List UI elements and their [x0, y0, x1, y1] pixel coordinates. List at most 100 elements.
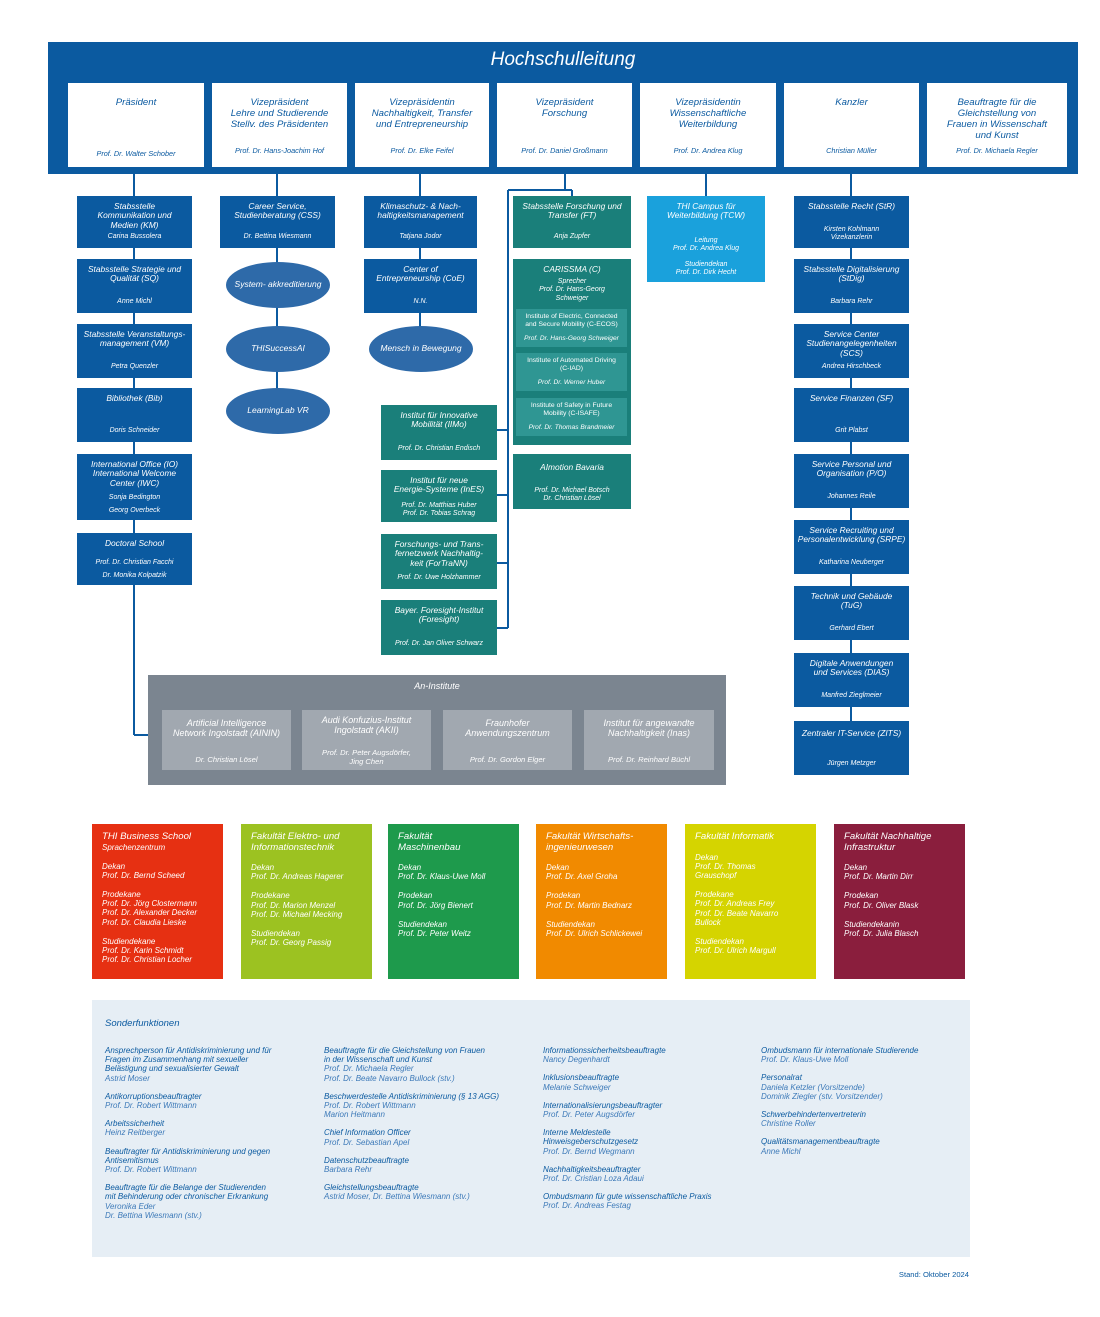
- unit-name: Anne Michl: [117, 298, 152, 306]
- institute-name: Prof. Dr. Jan Oliver Schwarz: [394, 640, 484, 648]
- project-mensch-in-bewegung: Mensch in Bewegung: [369, 326, 473, 372]
- leader-name: Prof. Dr. Hans-Joachim Hof: [235, 146, 324, 155]
- unit-title: Stabsstelle Forschung und Transfer (FT): [522, 201, 622, 221]
- unit-name: Anja Zupfer: [553, 233, 591, 241]
- faculty-person: Prof. Dr. Oliver Blask: [844, 900, 919, 910]
- unit-bib: Bibliothek (Bib) Doris Schneider: [77, 388, 192, 442]
- sonderfunktion-person: Prof. Dr. Robert Wittmann: [105, 1101, 197, 1111]
- unit-name: Kirsten Kohlmann Vizekanzlerin: [823, 226, 880, 241]
- unit-tug: Technik und Gebäude (TuG) Gerhard Ebert: [794, 586, 909, 640]
- unit-name: Tatjana Jodor: [399, 233, 442, 241]
- faculty-spacer: [546, 853, 657, 863]
- unit-po: Service Personal und Organisation (P/O) …: [794, 454, 909, 508]
- sonderfunktion-item: Beauftragte für die Belange der Studiere…: [105, 1183, 315, 1220]
- sonderfunktion-person: Prof. Dr. Robert Wittmann Marion Heitman…: [324, 1101, 416, 1120]
- hochschulleitung-title: Hochschulleitung: [490, 49, 636, 70]
- sonderfunktion-person: Prof. Dr. Robert Wittmann: [105, 1165, 197, 1175]
- institute-title: Institut für Innovative Mobilität (IIMo): [400, 410, 478, 430]
- leader-title: Vizepräsident Forschung: [535, 97, 594, 119]
- unit-zits: Zentraler IT-Service (ZITS) Jürgen Metzg…: [794, 721, 909, 775]
- unit-title: AImotion Bavaria: [540, 462, 604, 472]
- unit-name: Manfred Zieglmeier: [821, 692, 882, 700]
- carissma-institute-title: Institute of Automated Driving (C-IAD): [527, 357, 616, 372]
- unit-title: THI Campus für Weiterbildung (TCW): [666, 201, 746, 221]
- faculty-person: Prof. Dr. Alexander Decker: [102, 908, 197, 918]
- carissma-institute-title: Institute of Electric, Connected and Sec…: [525, 313, 618, 328]
- sonderfunktion-person: Melanie Schweiger: [543, 1082, 611, 1092]
- unit-sf: Service Finanzen (SF) Grit Plabst: [794, 388, 909, 442]
- an-institute-item-title: Audi Konfuzius-Institut Ingolstadt (AKII…: [321, 715, 412, 735]
- unit-title: Klimaschutz- & Nach- haltigkeitsmanageme…: [377, 201, 464, 221]
- faculty-spacer: [695, 927, 806, 937]
- unit-title: Digitale Anwendungen und Services (DIAS): [809, 658, 894, 678]
- faculty-subtitle: Sprachenzentrum: [102, 842, 166, 852]
- unit-css: Career Service, Studienberatung (CSS) Dr…: [220, 196, 335, 248]
- sonderfunktion-person: Christine Roller: [761, 1119, 816, 1129]
- unit-title: Service Recruiting und Personalentwicklu…: [797, 525, 906, 545]
- faculty-title: THI Business School: [102, 831, 192, 842]
- unit-doctoral-school: Doctoral School Prof. Dr. Christian Facc…: [77, 533, 192, 585]
- sonderfunktion-person: Prof. Dr. Michaela Regler Prof. Dr. Beat…: [324, 1064, 455, 1083]
- sonderfunktion-item: Beschwerdestelle Antidiskriminierung (§ …: [324, 1092, 534, 1120]
- faculty-title: Fakultät Elektro- und Informationstechni…: [251, 831, 340, 853]
- unit-klimaschutz: Klimaschutz- & Nach- haltigkeitsmanageme…: [364, 196, 477, 248]
- sonderfunktion-item: Ombudsmann für gute wissenschaftliche Pr…: [543, 1192, 753, 1210]
- sonderfunktion-title: Qualitätsmanagementbeauftragte: [761, 1137, 880, 1147]
- sonderfunktion-person: Prof. Dr. Peter Augsdörfer: [543, 1110, 635, 1120]
- sonderfunktion-title: Datenschutzbeauftragte: [324, 1155, 409, 1165]
- carissma-institute-name: Prof. Dr. Hans-Georg Schweiger: [524, 335, 619, 343]
- unit-scs: Service Center Studienangelegenheiten (S…: [794, 324, 909, 378]
- institute-foresight: Bayer. Foresight-Institut (Foresight) Pr…: [381, 600, 497, 655]
- faculty-person: Grauschopf: [695, 870, 737, 880]
- sonderfunktion-item: Beauftragte für die Gleichstellung von F…: [324, 1046, 534, 1083]
- faculty-person: Prof. Dr. Andreas Hagerer: [251, 872, 344, 882]
- unit-name: Carina Bussolera: [107, 233, 162, 241]
- faculty-person: Prof. Dr. Christian Locher: [102, 955, 192, 965]
- leader-vp-weiterbildung: Vizepräsidentin Wissenschaftliche Weiter…: [640, 83, 776, 167]
- faculty-person: Prof. Dr. Bernd Scheed: [102, 870, 185, 880]
- sonderfunktion-title: Nachhaltigkeitsbeauftragter: [543, 1164, 641, 1174]
- sonderfunktionen-column: Beauftragte für die Gleichstellung von F…: [324, 1046, 534, 1211]
- sonderfunktion-item: Interne Meldestelle Hinweisgeberschutzge…: [543, 1128, 753, 1156]
- leader-name: Prof. Dr. Daniel Großmann: [521, 146, 608, 155]
- leader-title: Vizepräsidentin Nachhaltigkeit, Transfer…: [371, 97, 473, 130]
- an-institute-item-name: Prof. Dr. Gordon Elger: [469, 755, 546, 764]
- faculty-role: Prodekane: [251, 891, 290, 901]
- unit-name: N.N.: [413, 298, 428, 306]
- faculty-role: Prodekan: [844, 891, 879, 901]
- sonderfunktion-title: Arbeitssicherheit: [105, 1119, 165, 1129]
- sonderfunktion-title: Personalrat: [761, 1073, 802, 1083]
- unit-title: Center of Entrepreneurship (CoE): [376, 264, 465, 284]
- project-thisuccessai: THISuccessAI: [226, 326, 330, 372]
- sonderfunktion-title: Chief Information Officer: [324, 1128, 411, 1138]
- carissma-institute-iad: Institute of Automated Driving (C-IAD) P…: [516, 353, 627, 391]
- faculty-person: Prof. Dr. Peter Weitz: [398, 929, 471, 939]
- unit-title: International Office (IO) International …: [90, 459, 179, 488]
- faculty-role: Prodekan: [546, 891, 581, 901]
- faculty-role: Dekan: [844, 863, 868, 872]
- unit-coe: Center of Entrepreneurship (CoE) N.N.: [364, 259, 477, 313]
- leader-title: Vizepräsident Lehre und Studierende Stel…: [230, 97, 329, 130]
- sonderfunktion-item: Beauftragter für Antidiskriminierung und…: [105, 1147, 315, 1175]
- unit-name: Jürgen Metzger: [827, 760, 876, 768]
- sonderfunktion-person: Prof. Dr. Cristian Loza Adaui: [543, 1174, 644, 1184]
- unit-title: Service Personal und Organisation (P/O): [811, 459, 892, 479]
- faculty-title: Fakultät Nachhaltige Infrastruktur: [844, 831, 932, 853]
- sonderfunktion-title: Schwerbehindertenvertreterin: [761, 1110, 866, 1120]
- unit-title: Stabsstelle Digitalisierung (StDig): [803, 264, 900, 284]
- sonderfunktion-person: Anne Michl: [761, 1146, 801, 1156]
- institute-fortrann: Forschungs- und Trans- fernetzwerk Nachh…: [381, 534, 497, 589]
- unit-name: Grit Plabst: [835, 427, 868, 435]
- faculty-person: Prof. Dr. Ulrich Schlickewei: [546, 929, 643, 939]
- leader-title: Präsident: [115, 97, 157, 108]
- institute-name: Prof. Dr. Christian Endisch: [397, 445, 481, 453]
